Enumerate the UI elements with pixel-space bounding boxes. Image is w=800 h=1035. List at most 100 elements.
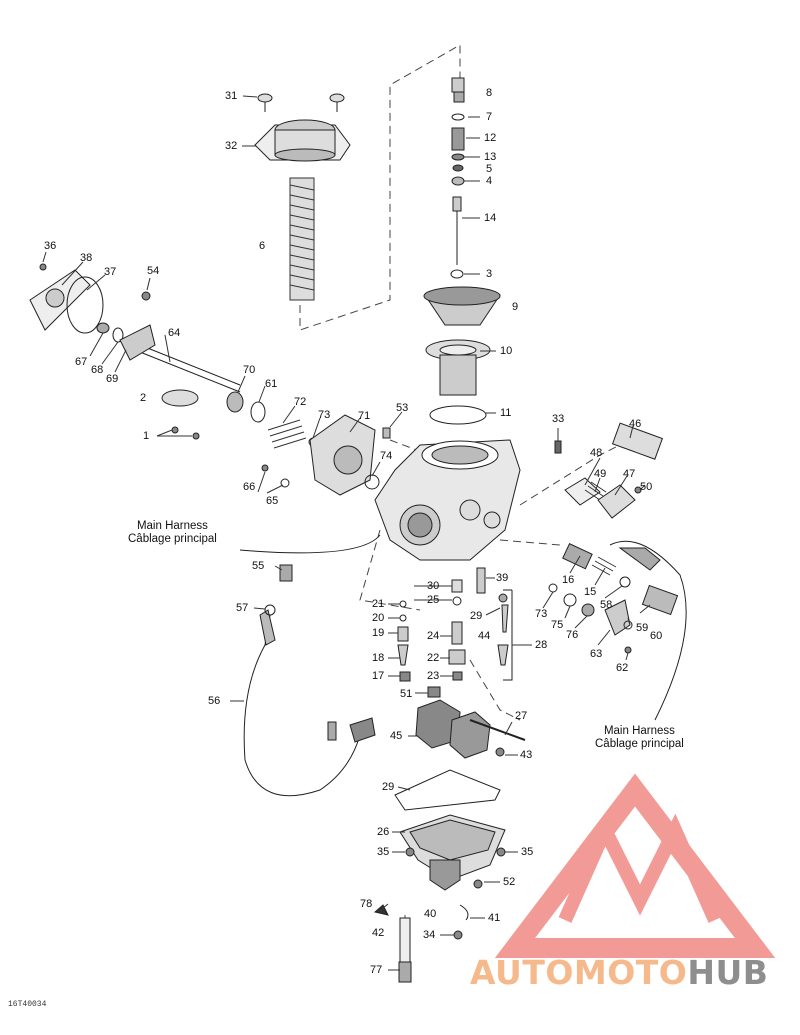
callout-56: 56 — [208, 695, 221, 707]
screw-36 — [39, 263, 47, 271]
drain-52 — [473, 879, 483, 889]
callout-32: 32 — [225, 140, 238, 152]
throttle-shaft-64 — [139, 344, 241, 393]
callout-37: 37 — [104, 266, 117, 278]
washer-61 — [250, 401, 266, 423]
callout-12: 12 — [484, 132, 497, 144]
pin-53 — [382, 427, 391, 439]
callout-59: 59 — [636, 622, 649, 634]
callout-6: 6 — [259, 240, 266, 252]
callout-51: 51 — [400, 688, 413, 700]
harness-right-line1: Main Harness — [603, 725, 675, 737]
pin-27 — [469, 719, 526, 741]
callout-73b: 73 — [535, 608, 548, 620]
callout-55: 55 — [252, 560, 265, 572]
callout-44: 44 — [478, 630, 491, 642]
callout-73a: 73 — [318, 409, 331, 421]
callout-18: 18 — [372, 652, 385, 664]
callout-2: 2 — [140, 392, 147, 404]
callout-29a: 29 — [470, 610, 483, 622]
watermark-logo — [494, 773, 776, 958]
washer-75 — [563, 593, 577, 607]
needle-assembly — [450, 77, 465, 279]
oring-58 — [619, 576, 631, 588]
callout-46: 46 — [629, 418, 642, 430]
callout-63: 63 — [590, 648, 603, 660]
callout-60: 60 — [650, 630, 663, 642]
screw-34 — [453, 930, 463, 940]
sensor-60 — [641, 584, 679, 616]
screw-1b — [192, 432, 200, 440]
callout-64: 64 — [168, 327, 181, 339]
callout-43: 43 — [520, 749, 533, 761]
watermark-text-part2: HUB — [687, 953, 769, 992]
callout-20: 20 — [372, 612, 385, 624]
callout-26: 26 — [377, 826, 390, 838]
cover-38 — [29, 269, 91, 331]
callout-17: 17 — [372, 670, 385, 682]
watermark-text-part1: AUTOMOTO — [470, 953, 688, 992]
cover-32 — [254, 119, 351, 162]
callout-52: 52 — [503, 876, 516, 888]
harness-top-line2: Câblage principal — [128, 533, 217, 545]
spring-15 — [591, 556, 617, 576]
gasket-37 — [66, 276, 104, 334]
callout-28: 28 — [535, 639, 548, 651]
callout-47: 47 — [623, 468, 636, 480]
callout-3: 3 — [486, 268, 493, 280]
harness-label-right: Main Harness Câblage principal — [595, 725, 684, 751]
callout-1: 1 — [143, 430, 150, 442]
callout-5: 5 — [486, 163, 493, 175]
callout-48: 48 — [590, 447, 603, 459]
callout-68: 68 — [91, 364, 104, 376]
callout-30: 30 — [427, 580, 440, 592]
clip-59 — [623, 620, 633, 630]
screw-43 — [495, 747, 505, 757]
float-45 — [415, 699, 491, 759]
callout-50: 50 — [640, 481, 653, 493]
callout-38: 38 — [80, 252, 93, 264]
callout-7: 7 — [486, 111, 493, 123]
leader-lines — [42, 95, 651, 971]
callout-8: 8 — [486, 87, 493, 99]
choke-16 — [562, 543, 593, 570]
seal-73b — [548, 583, 558, 593]
callout-13: 13 — [484, 151, 497, 163]
screw-50 — [634, 486, 642, 494]
callout-53: 53 — [396, 402, 409, 414]
cap-54 — [141, 291, 151, 301]
callout-16: 16 — [562, 574, 575, 586]
callout-15: 15 — [584, 586, 597, 598]
callout-24: 24 — [427, 630, 440, 642]
callout-67: 67 — [75, 356, 88, 368]
harness-right-line2: Câblage principal — [595, 738, 684, 750]
callout-77: 77 — [370, 964, 383, 976]
callout-65: 65 — [266, 495, 279, 507]
clip-41 — [459, 904, 469, 921]
plug-78 — [373, 904, 389, 916]
screw-35b — [496, 847, 506, 857]
callout-35b: 35 — [521, 846, 534, 858]
callout-36: 36 — [44, 240, 57, 252]
diagram-code: 16T40034 — [8, 1000, 47, 1009]
callout-61: 61 — [265, 378, 278, 390]
slide-10 — [425, 339, 491, 396]
callout-14: 14 — [484, 212, 497, 224]
nut-76 — [581, 603, 595, 617]
callout-57: 57 — [236, 602, 249, 614]
callout-29b: 29 — [382, 781, 395, 793]
jets-column — [397, 567, 513, 698]
wire-harness-right — [609, 540, 687, 721]
washer-65 — [280, 478, 290, 488]
gasket-48 — [564, 477, 601, 506]
callout-11: 11 — [500, 407, 512, 419]
callout-35a: 35 — [377, 846, 390, 858]
callout-10: 10 — [500, 345, 513, 357]
callout-62: 62 — [616, 662, 629, 674]
callout-4: 4 — [486, 175, 493, 187]
callout-39: 39 — [496, 572, 509, 584]
carburetor-body — [374, 439, 521, 561]
cable-56 — [243, 564, 376, 797]
callout-54: 54 — [147, 265, 160, 277]
